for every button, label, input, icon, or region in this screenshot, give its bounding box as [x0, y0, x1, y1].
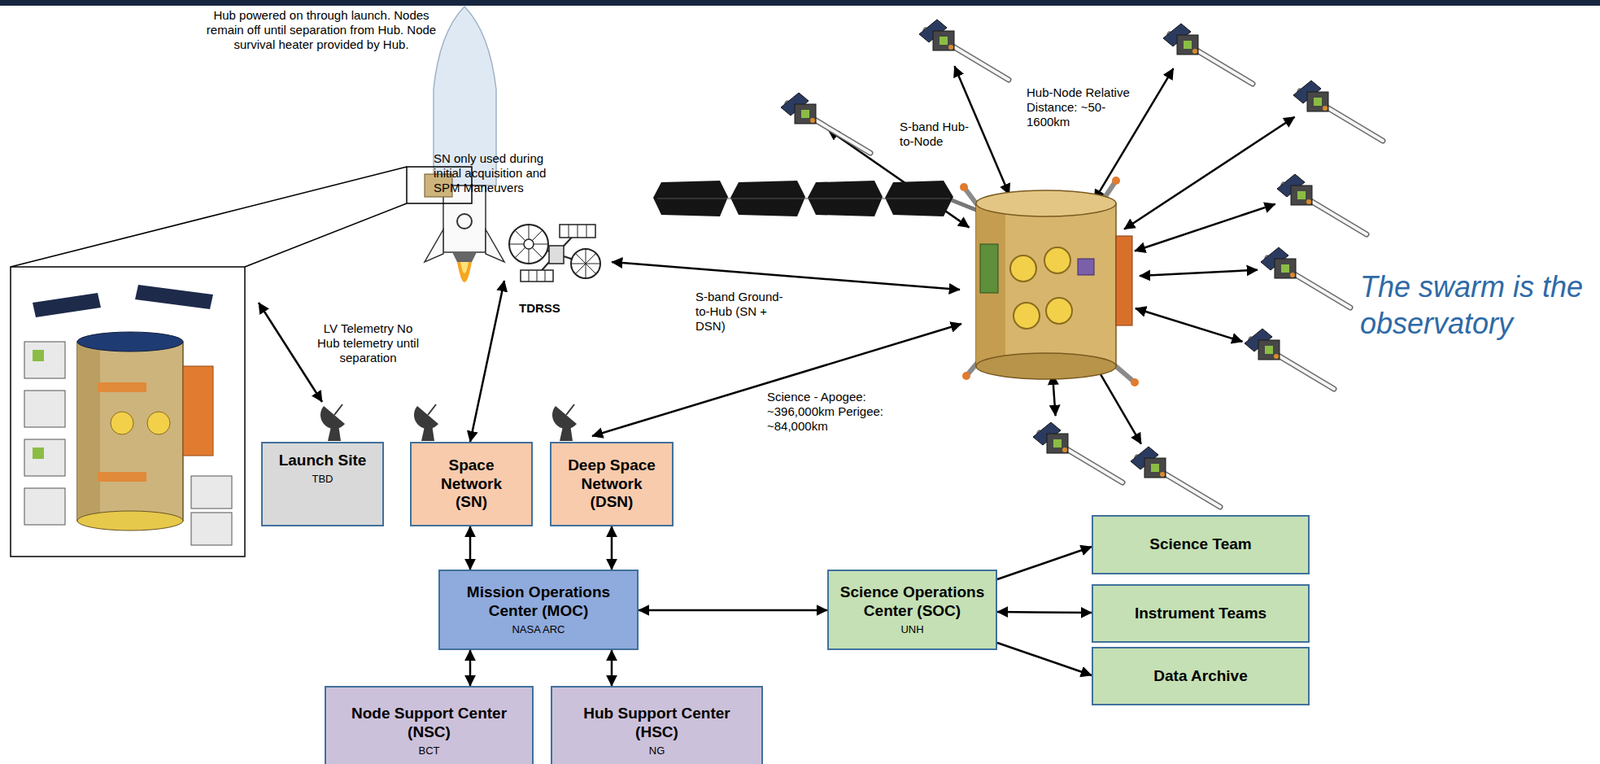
node-title: Data Archive — [1153, 667, 1247, 686]
orbit-note: Science - Apogee: ~396,000km Perigee: ~8… — [767, 389, 910, 434]
node-subtitle: NASA ARC — [511, 623, 565, 637]
operations-center-box: Science Operations Center (SOC) UNH — [827, 569, 998, 650]
connector-arrow — [997, 546, 1092, 580]
launch-note: Hub powered on through launch. Nodes rem… — [203, 8, 440, 53]
swarm-node — [780, 19, 1383, 507]
node-title: Instrument Teams — [1134, 604, 1267, 624]
connector-arrow — [638, 609, 828, 612]
node-subtitle: TBD — [312, 472, 334, 486]
distance-note: Hub-Node Relative Distance: ~50-1600km — [1026, 85, 1133, 130]
support-center-box: Node Support Center (NSC) BCT — [324, 685, 534, 764]
node-title: Science Operations Center (SOC) — [835, 583, 990, 621]
node-subtitle: UNH — [900, 623, 924, 637]
team-box: Instrument Teams — [1091, 584, 1310, 643]
operations-center-box: Mission Operations Center (MOC) NASA ARC — [438, 569, 639, 650]
connector-arrow — [997, 611, 1092, 613]
connector-arrow — [997, 642, 1092, 676]
node-title: Mission Operations Center (MOC) — [446, 583, 631, 621]
archive-box: Data Archive — [1091, 646, 1310, 706]
network-box: Deep Space Network (DSN) — [549, 441, 674, 527]
support-center-box: Hub Support Center (HSC) NG — [550, 685, 763, 764]
link-label: S-band Hub-to-Node — [899, 119, 981, 149]
header-band — [0, 0, 1600, 6]
tdrss-illustration — [509, 224, 601, 282]
hub-spacecraft — [653, 176, 1139, 387]
telemetry-note: LV Telemetry No Hub telemetry until sepa… — [313, 321, 423, 366]
node-title: Deep Space Network (DSN) — [563, 456, 660, 512]
node-title: Science Team — [1149, 535, 1252, 554]
usage-note: SN only used during initial acquisition … — [433, 151, 564, 196]
slogan: The swarm is the observatory — [1360, 268, 1592, 342]
node-title: Launch Site — [279, 451, 367, 471]
connector-arrow — [610, 526, 614, 570]
network-box: Space Network (SN) — [409, 441, 533, 527]
node-title: Node Support Center (NSC) — [341, 704, 517, 742]
node-title: Hub Support Center (HSC) — [569, 704, 745, 742]
ground-site-box: Launch SiteTBD — [261, 441, 384, 527]
rocket-illustration — [406, 6, 505, 283]
link-arrow — [258, 65, 1295, 444]
connector-arrow — [610, 649, 614, 686]
antenna-icon — [414, 404, 439, 441]
connector-arrow — [469, 649, 472, 686]
relay-satellite: TDRSS — [504, 213, 606, 319]
connector-arrow — [469, 526, 472, 570]
node-title: TDRSS — [518, 300, 561, 316]
link-label: S-band Ground-to-Hub (SN + DSN) — [695, 289, 792, 334]
connector-arrow — [470, 280, 505, 442]
antenna-icon — [552, 404, 577, 441]
node-subtitle: BCT — [418, 744, 441, 758]
node-subtitle: NG — [649, 744, 666, 758]
team-box: Science Team — [1091, 514, 1310, 575]
node-title: Space Network (SN) — [424, 456, 519, 512]
antenna-icon — [320, 404, 345, 441]
